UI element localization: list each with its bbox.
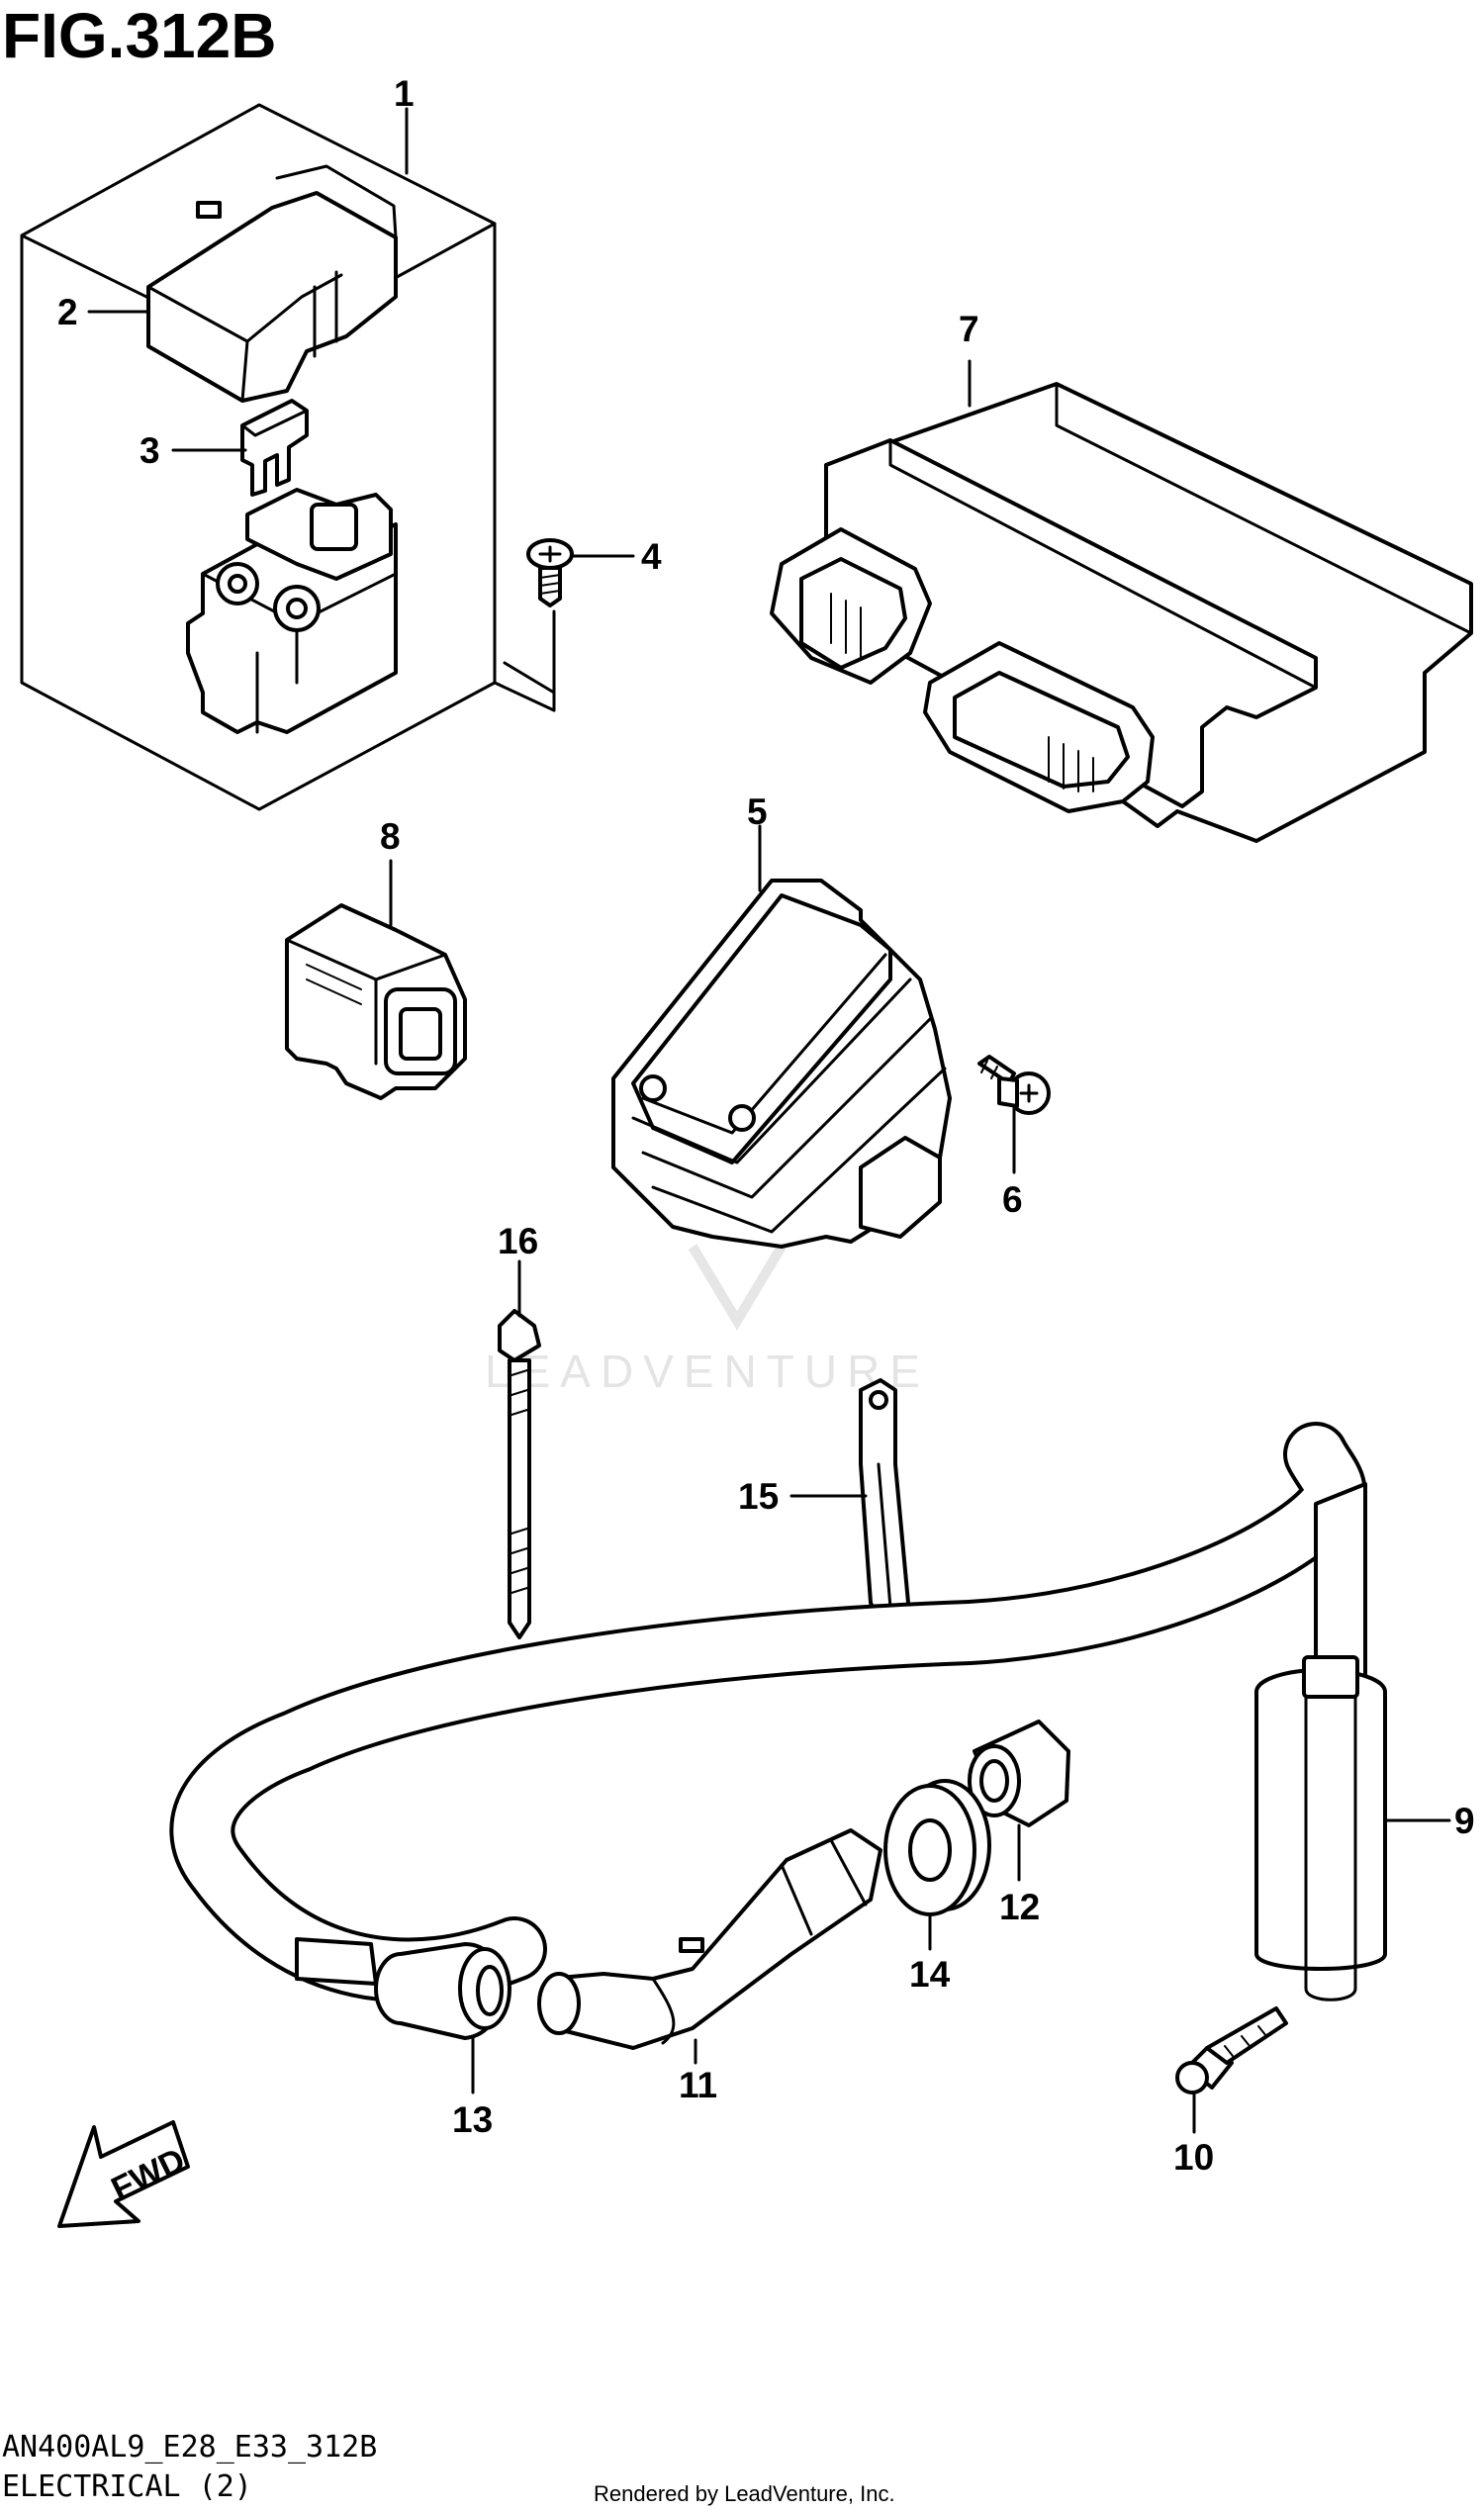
- part-11-hose-fitting[interactable]: [537, 1828, 882, 2050]
- callout-3: 3: [139, 430, 160, 471]
- callout-15: 15: [738, 1476, 779, 1517]
- part-8-connector[interactable]: [285, 903, 467, 1100]
- section-title: ELECTRICAL (2): [2, 2469, 252, 2504]
- callout-11: 11: [679, 2065, 717, 2105]
- callout-14: 14: [909, 1954, 951, 1995]
- callout-7: 7: [959, 309, 979, 349]
- part-13-grommet[interactable]: [374, 1942, 511, 2040]
- callout-6: 6: [1002, 1179, 1023, 1220]
- callout-16: 16: [498, 1221, 538, 1261]
- leader-lines: [87, 107, 1451, 2134]
- part-14-grommet[interactable]: [883, 1779, 991, 1916]
- fwd-arrow-icon: FWD: [57, 2120, 191, 2228]
- leadventure-logo-icon: LEADVENTURE: [485, 1244, 930, 1397]
- callout-5: 5: [747, 791, 768, 832]
- callout-4: 4: [641, 536, 662, 577]
- part-10-bolt[interactable]: [1175, 2006, 1288, 2094]
- callout-13: 13: [452, 2099, 493, 2140]
- callout-1: 1: [394, 73, 415, 114]
- part-3-fuse[interactable]: [240, 399, 309, 497]
- part-11-hose[interactable]: [169, 1422, 1367, 2003]
- part-1-relay-body: [186, 488, 398, 734]
- part-6-bolt[interactable]: [977, 1055, 1051, 1115]
- callout-10: 10: [1173, 2137, 1214, 2178]
- part-7-ecm[interactable]: [770, 382, 1473, 843]
- model-code: AN400AL9_E28_E33_312B: [2, 2430, 377, 2465]
- callout-12: 12: [999, 1887, 1040, 1927]
- part-16-cable-tie[interactable]: [498, 1309, 541, 1639]
- part-12-collar[interactable]: [968, 1720, 1070, 1827]
- rendered-by: Rendered by LeadVenture, Inc.: [594, 2481, 895, 2506]
- callout-8: 8: [380, 816, 401, 857]
- figure-title: FIG.312B: [2, 0, 276, 71]
- part-9-fuel-pump[interactable]: [1254, 1655, 1387, 2001]
- part-5-regulator[interactable]: [611, 879, 952, 1249]
- watermark-text: LEADVENTURE: [485, 1346, 930, 1397]
- callout-labels: 1 2 3 4 5 6 7 8 9 10 11 12 13 14 15 16: [57, 73, 1475, 2178]
- callout-9: 9: [1454, 1801, 1475, 1841]
- part-2-relay-cover[interactable]: [146, 164, 398, 403]
- part-4-screw[interactable]: [526, 538, 574, 607]
- callout-2: 2: [57, 292, 78, 332]
